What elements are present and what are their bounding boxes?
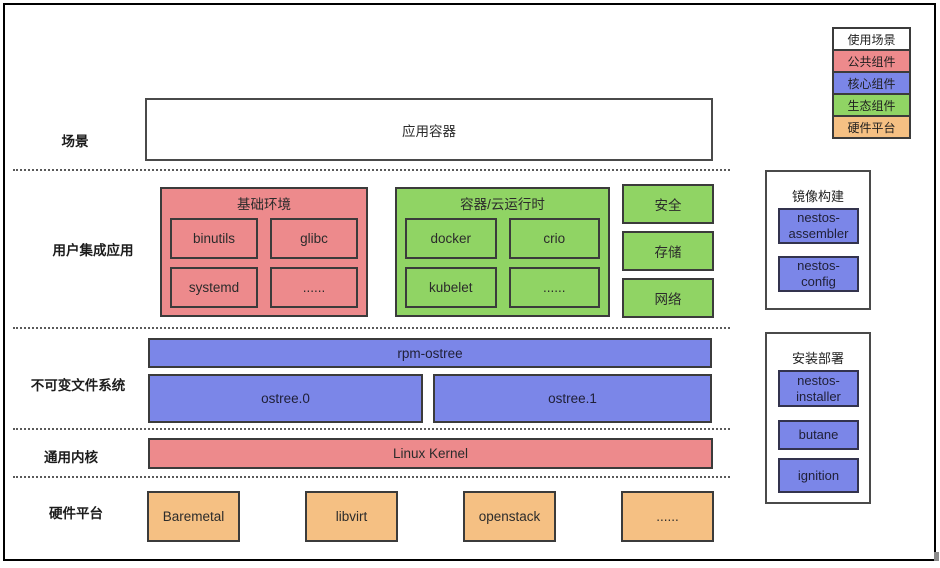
row-label-kernel: 通用内核 <box>44 450 98 465</box>
component-ellipsis: ...... <box>508 267 600 308</box>
app-container-box: 应用容器 <box>145 98 713 161</box>
hardware-baremetal: Baremetal <box>147 491 240 542</box>
butane-box: butane <box>778 420 859 450</box>
base-env-title: 基础环境 <box>237 197 291 212</box>
component-kubelet: kubelet <box>405 267 497 308</box>
screenshot-edge-artifact <box>934 552 939 561</box>
diagram-outer-frame <box>3 3 936 561</box>
linux-kernel-box: Linux Kernel <box>148 438 713 469</box>
separator-2 <box>13 327 730 329</box>
hardware-libvirt: libvirt <box>305 491 398 542</box>
nestos-assembler-box: nestos-assembler <box>778 208 859 244</box>
install-deploy-frame: 安装部署 nestos-installer butane ignition <box>765 332 871 504</box>
hardware-ellipsis: ...... <box>621 491 714 542</box>
ignition-box: ignition <box>778 458 859 493</box>
row-label-scene: 场景 <box>61 134 89 149</box>
component-docker: docker <box>405 218 497 259</box>
capability-security: 安全 <box>622 184 714 224</box>
base-env-group: 基础环境 binutils glibc systemd ...... <box>160 187 368 317</box>
component-systemd: systemd <box>170 267 258 308</box>
runtime-group: 容器/云运行时 docker crio kubelet ...... <box>395 187 610 317</box>
rpm-ostree-box: rpm-ostree <box>148 338 712 368</box>
image-build-frame: 镜像构建 nestos-assembler nestos-config <box>765 170 871 310</box>
capability-network: 网络 <box>622 278 714 318</box>
runtime-title: 容器/云运行时 <box>460 197 545 212</box>
legend-eco-components: 生态组件 <box>832 93 911 117</box>
component-crio: crio <box>508 218 600 259</box>
component-ellipsis: ...... <box>270 267 358 308</box>
component-glibc: glibc <box>270 218 358 259</box>
legend-core-components: 核心组件 <box>832 71 911 95</box>
separator-1 <box>13 169 730 171</box>
separator-3 <box>13 428 730 430</box>
install-deploy-title: 安装部署 <box>791 351 844 366</box>
row-label-immutable-fs: 不可变文件系统 <box>30 378 126 393</box>
ostree1-box: ostree.1 <box>433 374 712 423</box>
hardware-openstack: openstack <box>463 491 556 542</box>
legend-public-components: 公共组件 <box>832 49 911 73</box>
row-label-hardware: 硬件平台 <box>49 506 103 521</box>
row-label-user-apps: 用户集成应用 <box>52 243 134 258</box>
nestos-installer-box: nestos-installer <box>778 370 859 407</box>
runtime-grid: docker crio kubelet ...... <box>397 218 608 308</box>
image-build-title: 镜像构建 <box>791 189 844 204</box>
separator-4 <box>13 476 730 478</box>
legend-title: 使用场景 <box>832 27 911 51</box>
ostree0-box: ostree.0 <box>148 374 423 423</box>
base-env-grid: binutils glibc systemd ...... <box>162 218 366 308</box>
legend: 使用场景 公共组件 核心组件 生态组件 硬件平台 <box>832 27 911 139</box>
nestos-config-box: nestos-config <box>778 256 859 292</box>
component-binutils: binutils <box>170 218 258 259</box>
capability-storage: 存储 <box>622 231 714 271</box>
legend-hardware-platform: 硬件平台 <box>832 115 911 139</box>
